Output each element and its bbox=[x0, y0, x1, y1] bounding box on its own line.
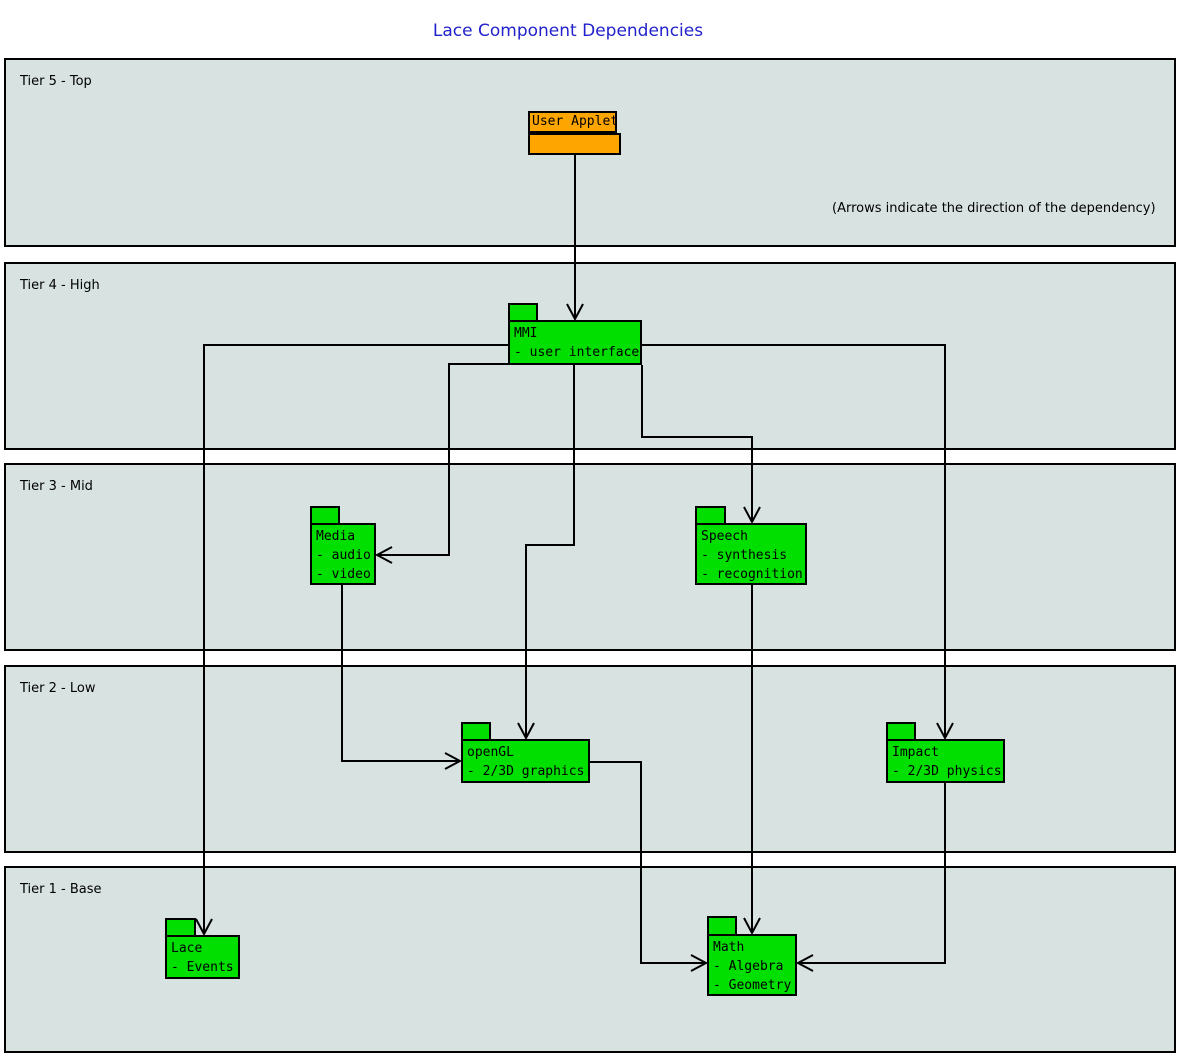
component-name: Math bbox=[713, 940, 745, 955]
user-applet-label: User Applet bbox=[528, 111, 618, 133]
edge-speech-to-math bbox=[743, 585, 761, 936]
arrowhead-icon bbox=[690, 954, 709, 972]
arrowhead-icon bbox=[566, 303, 584, 322]
component-name: Speech bbox=[701, 529, 748, 544]
tier-band-3: Tier 3 - Mid bbox=[4, 463, 1176, 651]
edge-mmi-to-opengl bbox=[517, 365, 575, 741]
arrowhead-icon bbox=[936, 722, 954, 741]
component-detail: - synthesis bbox=[701, 548, 788, 563]
package-tab-icon bbox=[886, 722, 916, 739]
tier-label-5: Tier 5 - Top bbox=[20, 74, 92, 89]
package-tab-icon bbox=[707, 916, 737, 934]
component-detail: - Algebra bbox=[713, 959, 784, 974]
arrowhead-icon bbox=[795, 954, 814, 972]
component-detail: - user interface bbox=[514, 345, 640, 360]
user-applet-body bbox=[528, 133, 621, 155]
component-detail: - Geometry bbox=[713, 978, 792, 993]
package-tab-icon bbox=[695, 506, 726, 523]
component-detail: - 2/3D graphics bbox=[467, 764, 585, 779]
edge-mmi-to-speech bbox=[641, 365, 761, 525]
edge-media-to-opengl bbox=[341, 585, 463, 770]
tier-band-2: Tier 2 - Low bbox=[4, 665, 1176, 853]
arrowhead-icon bbox=[517, 722, 535, 741]
component-detail: - audio bbox=[316, 548, 371, 563]
component-detail: - Events bbox=[171, 960, 234, 975]
arrowhead-icon bbox=[743, 917, 761, 936]
edge-mmi-to-media bbox=[374, 363, 508, 564]
package-tab-icon bbox=[310, 506, 340, 523]
arrowhead-icon bbox=[444, 752, 463, 770]
component-detail: - 2/3D physics bbox=[892, 764, 1002, 779]
tier-label-2: Tier 2 - Low bbox=[20, 681, 96, 696]
package-tab-icon bbox=[508, 303, 538, 320]
component-name: openGL bbox=[467, 745, 514, 760]
component-name: Impact bbox=[892, 745, 939, 760]
component-name: MMI bbox=[514, 326, 538, 341]
arrowhead-icon bbox=[195, 918, 213, 937]
tier-label-4: Tier 4 - High bbox=[20, 278, 100, 293]
component-name: Media bbox=[316, 529, 356, 544]
arrow-direction-note: (Arrows indicate the direction of the de… bbox=[832, 201, 1156, 216]
component-name: Lace bbox=[171, 941, 203, 956]
edge-impact-to-math bbox=[795, 783, 946, 972]
edge-mmi-to-lace bbox=[195, 344, 508, 937]
edge-user-applet-to-mmi bbox=[566, 155, 584, 322]
edge-opengl-to-math bbox=[590, 761, 709, 972]
component-detail: - video bbox=[316, 567, 371, 582]
diagram-title: Lace Component Dependencies bbox=[432, 21, 704, 41]
arrowhead-icon bbox=[374, 546, 393, 564]
tier-label-3: Tier 3 - Mid bbox=[20, 479, 93, 494]
package-tab-icon bbox=[165, 918, 196, 935]
arrowhead-icon bbox=[743, 506, 761, 525]
package-tab-icon bbox=[461, 722, 491, 739]
tier-label-1: Tier 1 - Base bbox=[20, 882, 102, 897]
edge-mmi-to-impact bbox=[642, 344, 954, 741]
component-detail: - recognition bbox=[701, 567, 803, 582]
